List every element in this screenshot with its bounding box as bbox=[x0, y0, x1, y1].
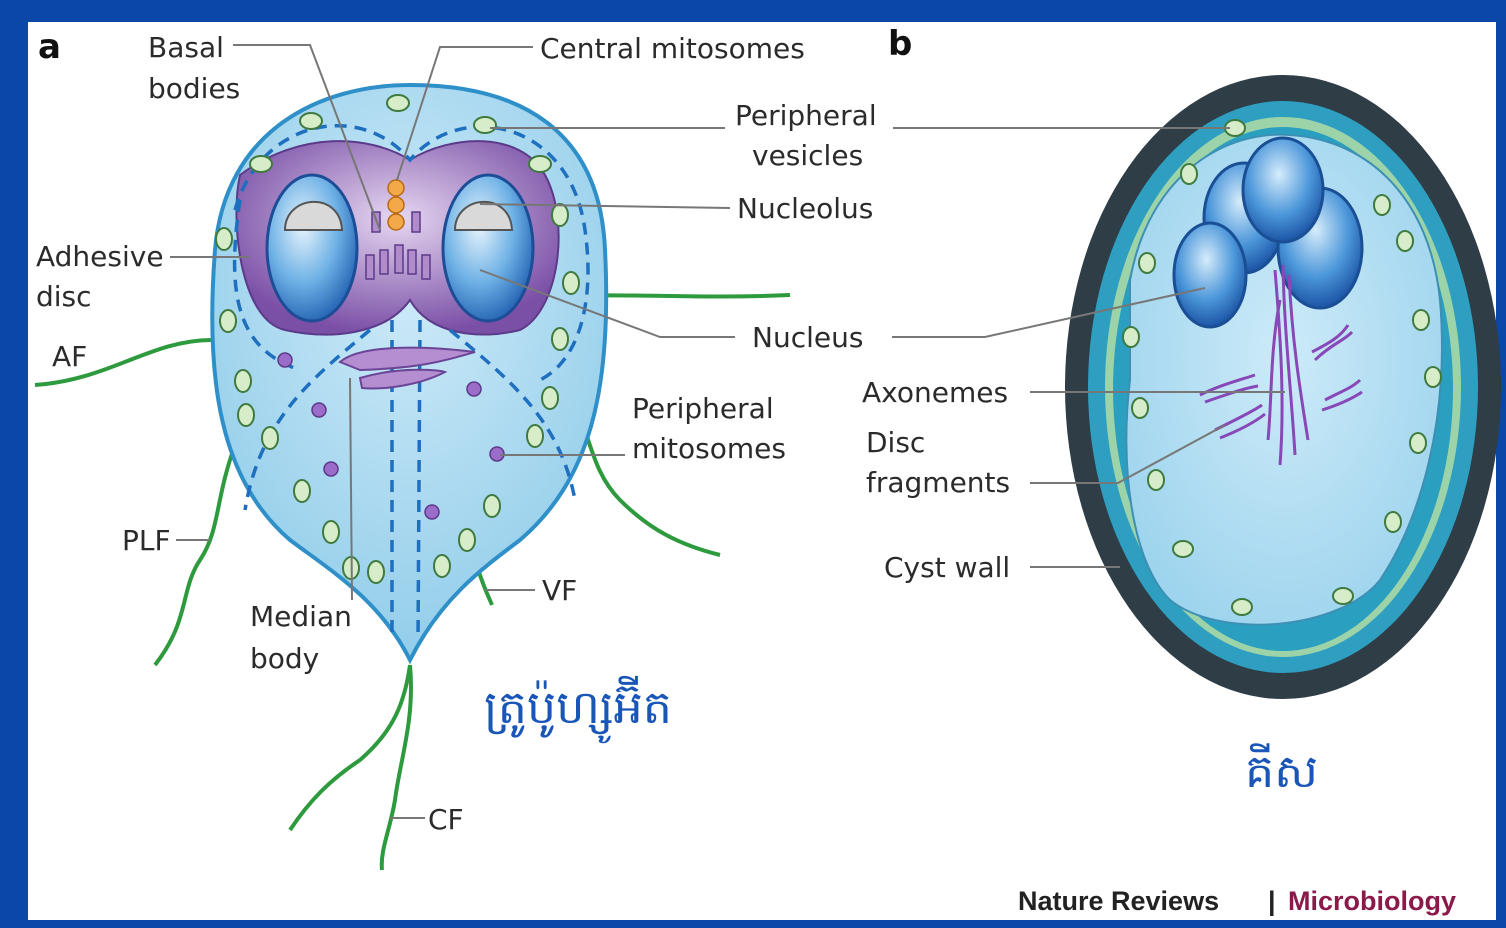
label-nucleolus: Nucleolus bbox=[737, 192, 873, 225]
label-central-mitosomes: Central mitosomes bbox=[540, 32, 805, 65]
panel-label-a: a bbox=[38, 27, 61, 67]
label-median-body-1: Median bbox=[250, 600, 352, 633]
credit-journal: Nature Reviews bbox=[1018, 886, 1219, 916]
label-peripheral-mitosomes-2: mitosomes bbox=[632, 432, 786, 465]
caption-cyst: គីស bbox=[1245, 743, 1318, 798]
nucleus-left bbox=[267, 175, 357, 321]
label-disc-fragments-1: Disc bbox=[866, 426, 925, 459]
label-af: AF bbox=[52, 340, 87, 373]
label-peripheral-mitosomes-1: Peripheral bbox=[632, 392, 774, 425]
label-peripheral-vesicles-2: vesicles bbox=[752, 139, 863, 172]
label-disc-fragments-2: fragments bbox=[866, 466, 1010, 499]
label-plf: PLF bbox=[122, 524, 171, 557]
label-peripheral-vesicles-1: Peripheral bbox=[735, 99, 877, 132]
label-adhesive-disc-1: Adhesive bbox=[36, 240, 164, 273]
nucleus-right bbox=[443, 175, 533, 321]
caption-trophozoite: ត្រូប៉ូហ្សូអ៊ីត bbox=[484, 675, 672, 744]
label-nucleus: Nucleus bbox=[752, 321, 863, 354]
label-cf: CF bbox=[428, 803, 464, 836]
label-adhesive-disc-2: disc bbox=[36, 280, 92, 313]
label-axonemes: Axonemes bbox=[862, 376, 1008, 409]
credit-section: Microbiology bbox=[1288, 886, 1456, 916]
label-basal-bodies-1: Basal bbox=[148, 31, 224, 64]
label-basal-bodies-2: bodies bbox=[148, 72, 240, 105]
label-median-body-2: body bbox=[250, 642, 319, 675]
panel-label-b: b bbox=[888, 24, 912, 64]
credit-separator: | bbox=[1268, 886, 1276, 916]
label-cyst-wall: Cyst wall bbox=[884, 551, 1010, 584]
label-vf: VF bbox=[542, 574, 577, 607]
central-mitosomes bbox=[388, 180, 404, 230]
